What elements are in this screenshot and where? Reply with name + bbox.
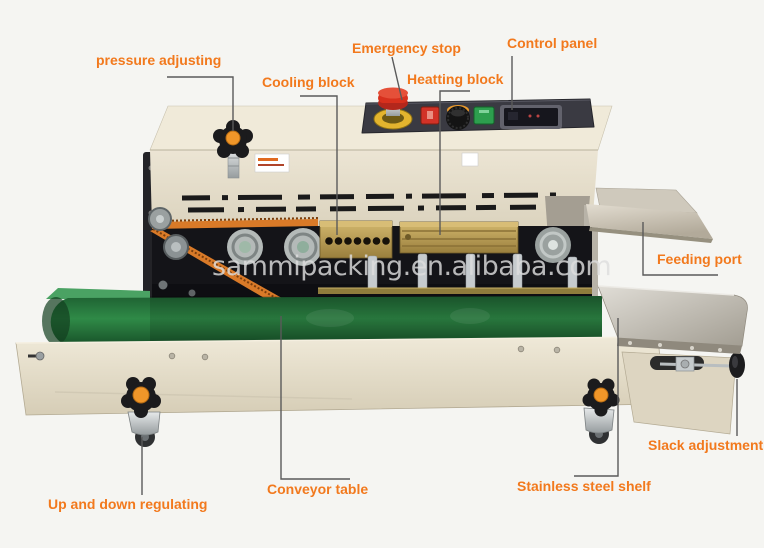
pointer-feeding-port <box>642 222 718 276</box>
up-down-regulating-knob-left <box>121 377 161 418</box>
sealing-mechanism <box>148 207 592 312</box>
conveyor-frame <box>15 336 665 416</box>
pointer-cooling-block <box>300 95 338 235</box>
right-caster <box>583 407 615 444</box>
emergency-stop-button <box>373 87 413 130</box>
label-pressure-adjusting: pressure adjusting <box>96 52 222 68</box>
left-caster <box>127 411 161 447</box>
green-button <box>473 106 495 125</box>
pointer-stainless-steel-shelf <box>574 318 619 477</box>
label-emergency-stop: Emergency stop <box>352 40 461 56</box>
label-up-and-down-regulating: Up and down regulating <box>48 496 208 512</box>
up-down-regulating-knob-right <box>582 378 620 417</box>
pointer-emergency-stop <box>391 56 403 101</box>
label-slack-adjustment: Slack adjustment <box>648 437 764 453</box>
pressure-adjusting-knob <box>213 120 253 179</box>
label-stainless-steel-shelf: Stainless steel shelf <box>517 478 651 494</box>
pointer-lines <box>141 56 738 495</box>
heating-block <box>399 221 519 254</box>
sealer-body <box>143 87 613 298</box>
temperature-knob <box>446 105 470 130</box>
conveyor-belt <box>42 288 603 346</box>
control-panel-display <box>500 105 562 129</box>
pointer-conveyor-table <box>280 316 350 480</box>
stainless-steel-shelf <box>597 285 748 354</box>
cooling-block <box>319 220 393 259</box>
red-button <box>420 106 440 125</box>
watermark: sammipacking.en.alibaba.com <box>212 251 612 282</box>
label-heatting-block: Heatting block <box>407 71 504 87</box>
shelf-support <box>621 351 745 435</box>
vent-slots <box>181 192 557 213</box>
support-posts <box>367 253 578 293</box>
front-panel <box>150 150 598 228</box>
label-cooling-block: Cooling block <box>262 74 355 90</box>
pointer-pressure-adjusting <box>167 76 234 131</box>
feeding-port-tray <box>586 187 713 243</box>
label-conveyor-table: Conveyor table <box>267 481 369 497</box>
pointer-heatting-block <box>439 90 470 235</box>
label-control-panel: Control panel <box>507 35 598 51</box>
guide-rail <box>318 288 592 294</box>
label-sticker <box>254 152 479 173</box>
label-feeding-port: Feeding port <box>657 251 742 267</box>
slack-adjustment-knob <box>729 352 745 378</box>
